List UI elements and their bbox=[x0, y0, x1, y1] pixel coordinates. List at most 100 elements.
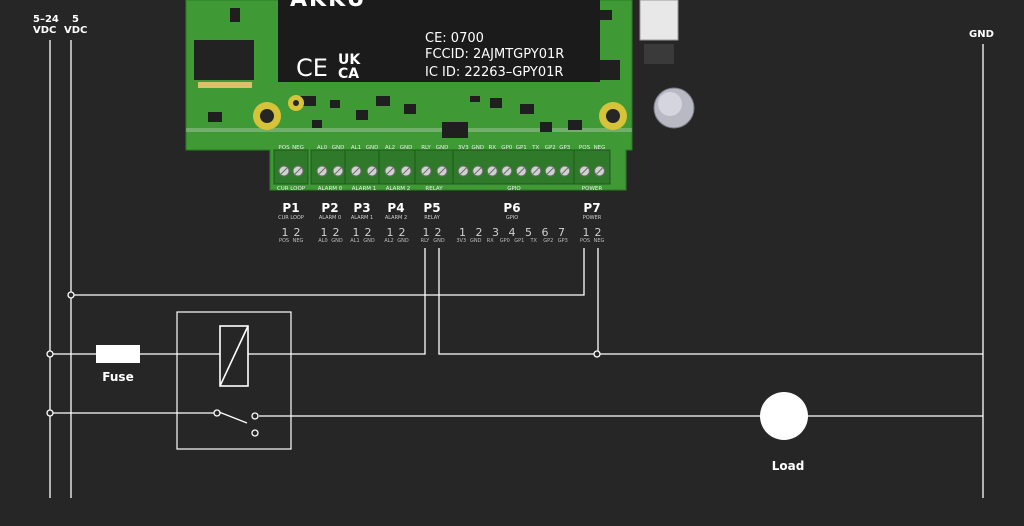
wire-relay-gnd bbox=[438, 248, 983, 355]
port-name: ALARM 0 bbox=[319, 215, 341, 221]
fccid: FCCID: 2AJMTGPY01R bbox=[425, 47, 564, 62]
port-id: P1 bbox=[282, 201, 299, 215]
rail-label-5v-line1: 5 bbox=[72, 14, 79, 25]
icid: IC ID: 22263–GPY01R bbox=[425, 65, 563, 80]
pcb-components bbox=[194, 8, 620, 138]
silk-signal: POS bbox=[278, 145, 290, 151]
wire-relay-rly bbox=[248, 248, 426, 355]
rail-label-24v-line2: VDC bbox=[33, 25, 56, 36]
ce-mark: CE bbox=[296, 54, 328, 82]
pin-number: 4 bbox=[509, 226, 516, 239]
silk-signal: GP2 bbox=[545, 145, 556, 151]
silk-signal: TX bbox=[531, 145, 539, 151]
silk-signal: AL0 bbox=[317, 145, 328, 151]
white-connector bbox=[639, 0, 679, 41]
silk-group-name: CUR LOOP bbox=[277, 186, 306, 192]
relay-enclosure bbox=[176, 311, 292, 450]
pin-signal: AL1 bbox=[350, 238, 359, 244]
pin-signal: GP1 bbox=[514, 238, 524, 244]
silk-signal: AL1 bbox=[351, 145, 361, 151]
silk-signal: NEG bbox=[292, 145, 304, 151]
terminal-blocks bbox=[273, 149, 611, 185]
load-symbol bbox=[760, 392, 808, 440]
silk-group-name: ALARM 2 bbox=[386, 186, 411, 192]
ukca-mark-line2: CA bbox=[338, 66, 359, 82]
pin-signal: GND bbox=[433, 238, 445, 244]
pin-number: 3 bbox=[492, 226, 499, 239]
rail-label-gnd: GND bbox=[969, 29, 994, 40]
fuse-symbol bbox=[96, 345, 140, 363]
silk-signal: 3V3 bbox=[458, 145, 469, 151]
pin-signal: RX bbox=[487, 238, 494, 244]
silk-signal: GP0 bbox=[501, 145, 513, 151]
port-id: P5 bbox=[423, 201, 440, 215]
pin-signal: TX bbox=[530, 238, 538, 244]
terminal-block-p7 bbox=[573, 149, 611, 185]
silk-signal: GP3 bbox=[559, 145, 571, 151]
pin-number: 1 bbox=[459, 226, 466, 239]
pin-number: 2 bbox=[333, 226, 340, 239]
silk-signal: GND bbox=[366, 145, 379, 151]
pin-signal: NEG bbox=[594, 238, 605, 244]
pin-number: 2 bbox=[365, 226, 372, 239]
pin-signal: RLY bbox=[421, 238, 431, 244]
terminal-block-p5 bbox=[414, 149, 454, 185]
silk-group-name: ALARM 1 bbox=[352, 186, 377, 192]
pin-signal: GND bbox=[397, 238, 409, 244]
pin-signal: AL0 bbox=[318, 238, 327, 244]
pin-signal: GP2 bbox=[543, 238, 553, 244]
fuse-label: Fuse bbox=[102, 370, 133, 384]
silk-signal: RX bbox=[488, 145, 496, 151]
module-shield bbox=[278, 0, 426, 82]
ce-code: CE: 0700 bbox=[425, 31, 484, 46]
port-name: CUR LOOP bbox=[278, 215, 304, 221]
port-id: P3 bbox=[353, 201, 370, 215]
pin-signal: GND bbox=[363, 238, 375, 244]
pin-signal: GND bbox=[331, 238, 343, 244]
load-label: Load bbox=[772, 459, 805, 473]
terminal-block-p2 bbox=[310, 149, 350, 185]
pin-number: 1 bbox=[583, 226, 590, 239]
pin-signal: NEG bbox=[293, 238, 304, 244]
mounting-hole-left bbox=[253, 102, 281, 130]
port-id: P4 bbox=[387, 201, 404, 215]
silk-signal: GND bbox=[332, 145, 345, 151]
junction-nodes bbox=[46, 291, 601, 437]
port-name: ALARM 2 bbox=[385, 215, 407, 221]
relay-switch-blade bbox=[218, 411, 248, 424]
pin-signal: POS bbox=[580, 238, 590, 244]
pin-number: 2 bbox=[294, 226, 301, 239]
pin-signal: POS bbox=[279, 238, 289, 244]
silk-signal: NEG bbox=[594, 145, 606, 151]
pin-signal: GP3 bbox=[558, 238, 568, 244]
pin-number: 1 bbox=[321, 226, 328, 239]
port-id: P6 bbox=[503, 201, 520, 215]
module-logo: AKKU bbox=[290, 0, 367, 12]
port-id: P2 bbox=[321, 201, 338, 215]
pin-number: 7 bbox=[558, 226, 565, 239]
pin-number: 5 bbox=[525, 226, 532, 239]
pin-number: 2 bbox=[399, 226, 406, 239]
terminal-block-p6 bbox=[452, 149, 576, 185]
silk-signal: GND bbox=[400, 145, 413, 151]
silk-group-name: RELAY bbox=[425, 186, 443, 192]
port-name: POWER bbox=[583, 215, 602, 221]
pin-number: 6 bbox=[542, 226, 549, 239]
pin-signal: GND bbox=[470, 238, 482, 244]
silk-signal: GND bbox=[436, 145, 449, 151]
wires bbox=[49, 40, 984, 498]
port-name: RELAY bbox=[424, 215, 441, 221]
pin-number: 2 bbox=[435, 226, 442, 239]
silk-group-name: POWER bbox=[582, 186, 603, 192]
terminal-block-p4 bbox=[378, 149, 418, 185]
wire-5v-to-power-pos bbox=[71, 248, 585, 296]
